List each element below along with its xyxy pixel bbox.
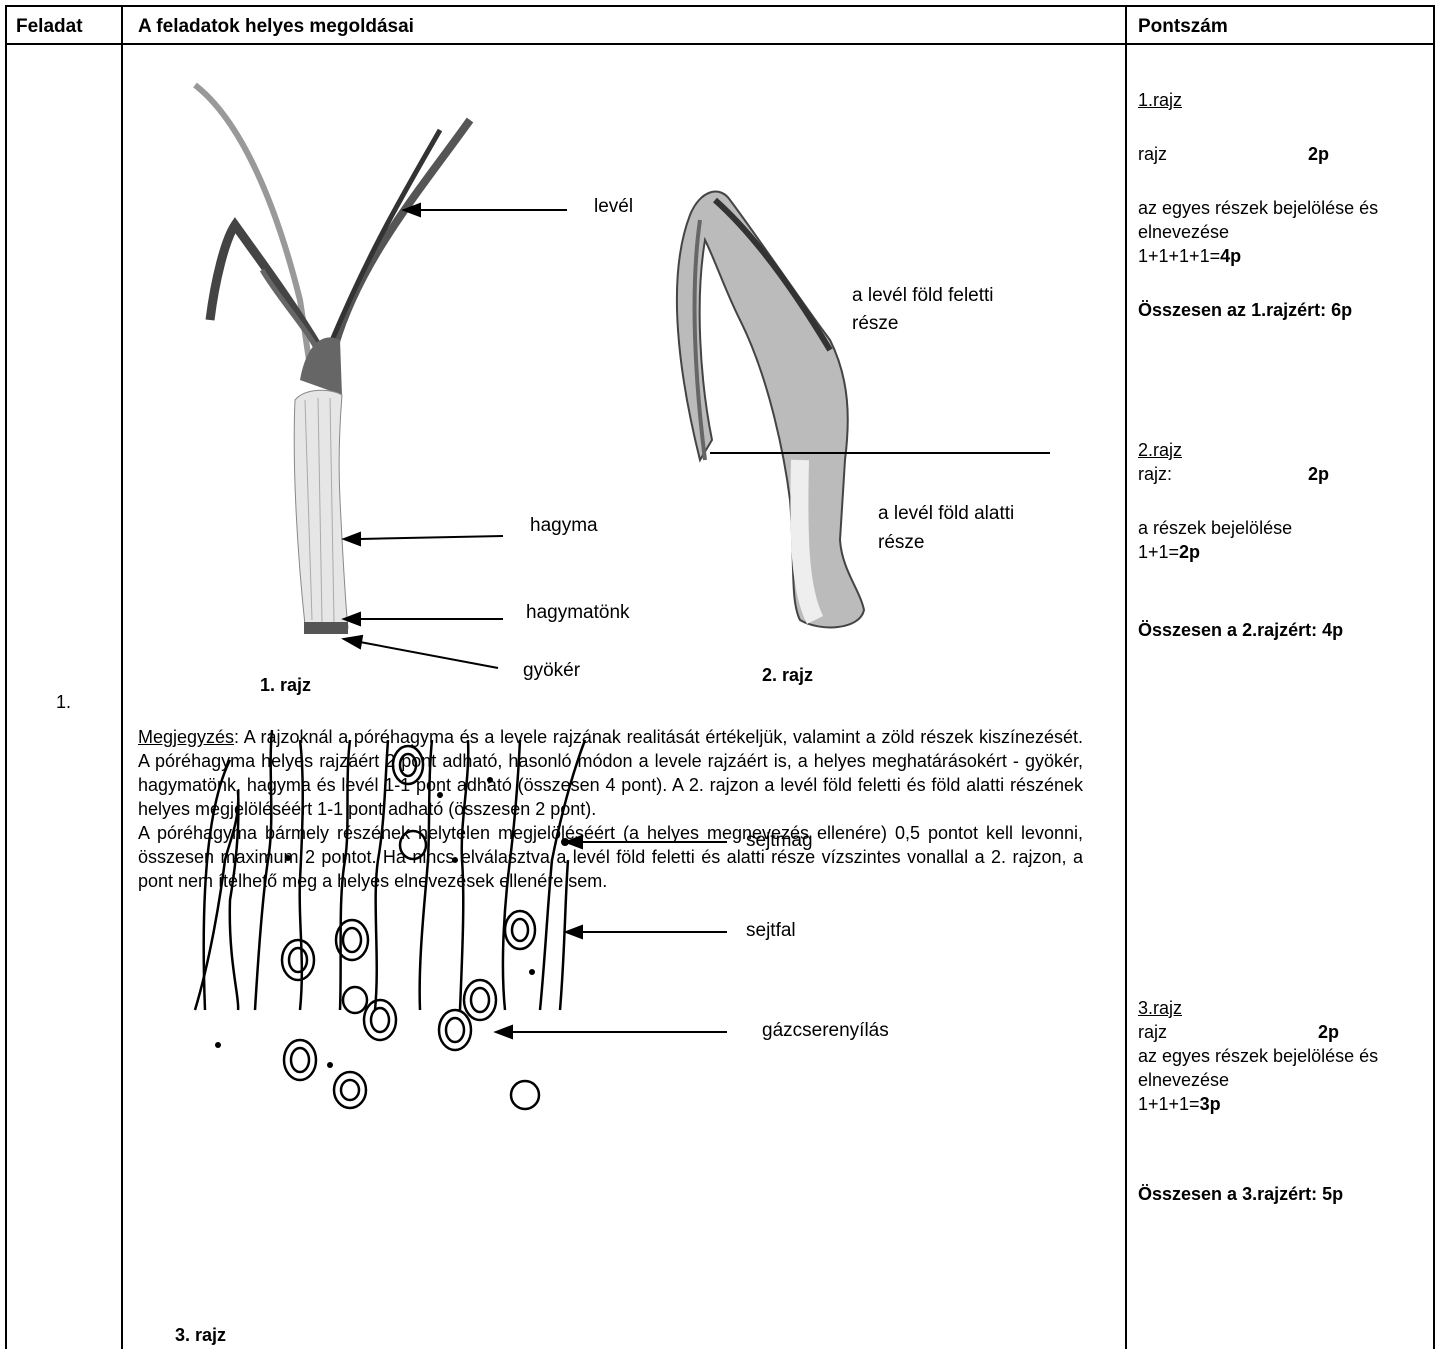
points-r2-total: Összesen a 2.rajzért: 4p [1138, 618, 1428, 642]
points-r3-sum: 1+1+1= [1138, 1094, 1200, 1114]
points-r2-sum-b: 2p [1179, 542, 1200, 562]
points-r2-parts: a részek bejelölése [1138, 516, 1428, 540]
points-r1-total: Összesen az 1.rajzért: 6p [1138, 298, 1428, 322]
points-r1-parts: az egyes részek bejelölése és elnevezése [1138, 196, 1428, 244]
points-r1-sum: 1+1+1+1= [1138, 246, 1220, 266]
label-stoma: gázcserenyílás [762, 1020, 889, 1042]
points-r3-sum-b: 3p [1200, 1094, 1221, 1114]
label-basal-plate: hagymatönk [526, 602, 630, 624]
note-title: Megjegyzés [138, 727, 234, 747]
points-r3-parts: az egyes részek bejelölése és elnevezése [1138, 1044, 1428, 1092]
task-number: 1. [56, 692, 71, 713]
label-leaf: levél [594, 196, 633, 218]
leaf-drawing [677, 192, 864, 628]
label-root: gyökér [523, 660, 580, 682]
points-r2-sum: 1+1= [1138, 542, 1179, 562]
label-cell-wall: sejtfal [746, 920, 796, 942]
points-r1-sum-b: 4p [1220, 246, 1241, 266]
label-below-ground-2: része [878, 532, 924, 554]
points-r2-draw: rajz: [1138, 462, 1308, 486]
points-r1-draw-pts: 2p [1308, 144, 1329, 164]
scoring-note: Megjegyzés: A rajzoknál a póréhagyma és … [138, 725, 1083, 893]
caption-drawing-2: 2. rajz [762, 665, 813, 686]
note-paragraph-1: : A rajzoknál a póréhagyma és a levele r… [138, 727, 1083, 819]
points-r1-title: 1.rajz [1138, 88, 1428, 112]
points-r2-title: 2.rajz [1138, 438, 1428, 462]
label-above-ground-2: része [852, 313, 898, 335]
caption-drawing-1: 1. rajz [260, 675, 311, 696]
label-above-ground-1: a levél föld feletti [852, 285, 994, 307]
points-r3-draw-pts: 2p [1318, 1022, 1339, 1042]
header-points: Pontszám [1138, 16, 1228, 38]
points-r2-draw-pts: 2p [1308, 464, 1329, 484]
header-solutions: A feladatok helyes megoldásai [138, 16, 414, 38]
label-nucleus: sejtmag [746, 830, 813, 852]
points-drawing-2: 2.rajz rajz:2p a részek bejelölése 1+1=2… [1138, 438, 1428, 642]
leek-drawing [195, 85, 470, 634]
points-r1-draw: rajz [1138, 142, 1308, 166]
points-r3-draw: rajz [1138, 1020, 1318, 1044]
label-bulb: hagyma [530, 515, 598, 537]
header-task: Feladat [16, 16, 83, 38]
note-paragraph-2: A póréhagyma bármely részének helytelen … [138, 821, 1083, 893]
points-r3-title: 3.rajz [1138, 996, 1428, 1020]
caption-drawing-3: 3. rajz [175, 1325, 226, 1346]
label-below-ground-1: a levél föld alatti [878, 503, 1014, 525]
points-r3-total: Összesen a 3.rajzért: 5p [1138, 1182, 1428, 1206]
